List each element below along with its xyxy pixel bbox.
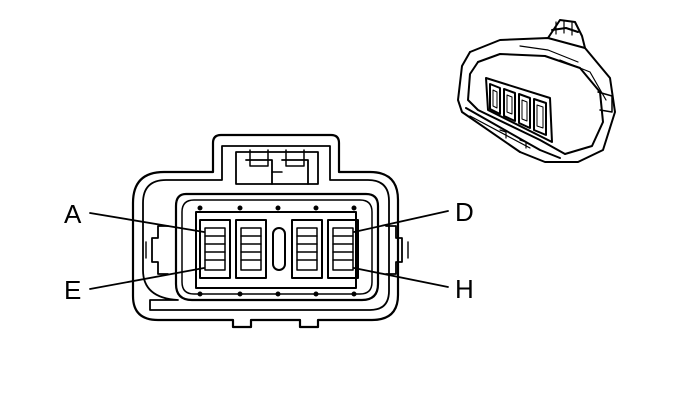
pin-label-d: D — [455, 197, 474, 227]
leader-line-e — [89, 267, 205, 290]
leader-line-a — [89, 212, 205, 233]
pin-label-a: A — [64, 199, 82, 229]
terminal-cavity-2 — [235, 219, 267, 279]
connector-face-view — [131, 133, 409, 329]
center-key-slot — [272, 227, 286, 271]
terminal-cavity-3 — [291, 219, 323, 279]
terminal-cavity-d-h — [327, 219, 359, 279]
leader-line-d — [353, 210, 449, 233]
pin-label-e: E — [64, 275, 81, 305]
terminal-cavity-a-e — [199, 219, 231, 279]
connector-isometric-view — [457, 19, 616, 163]
pin-label-h: H — [455, 274, 474, 304]
leader-line-h — [353, 267, 449, 288]
